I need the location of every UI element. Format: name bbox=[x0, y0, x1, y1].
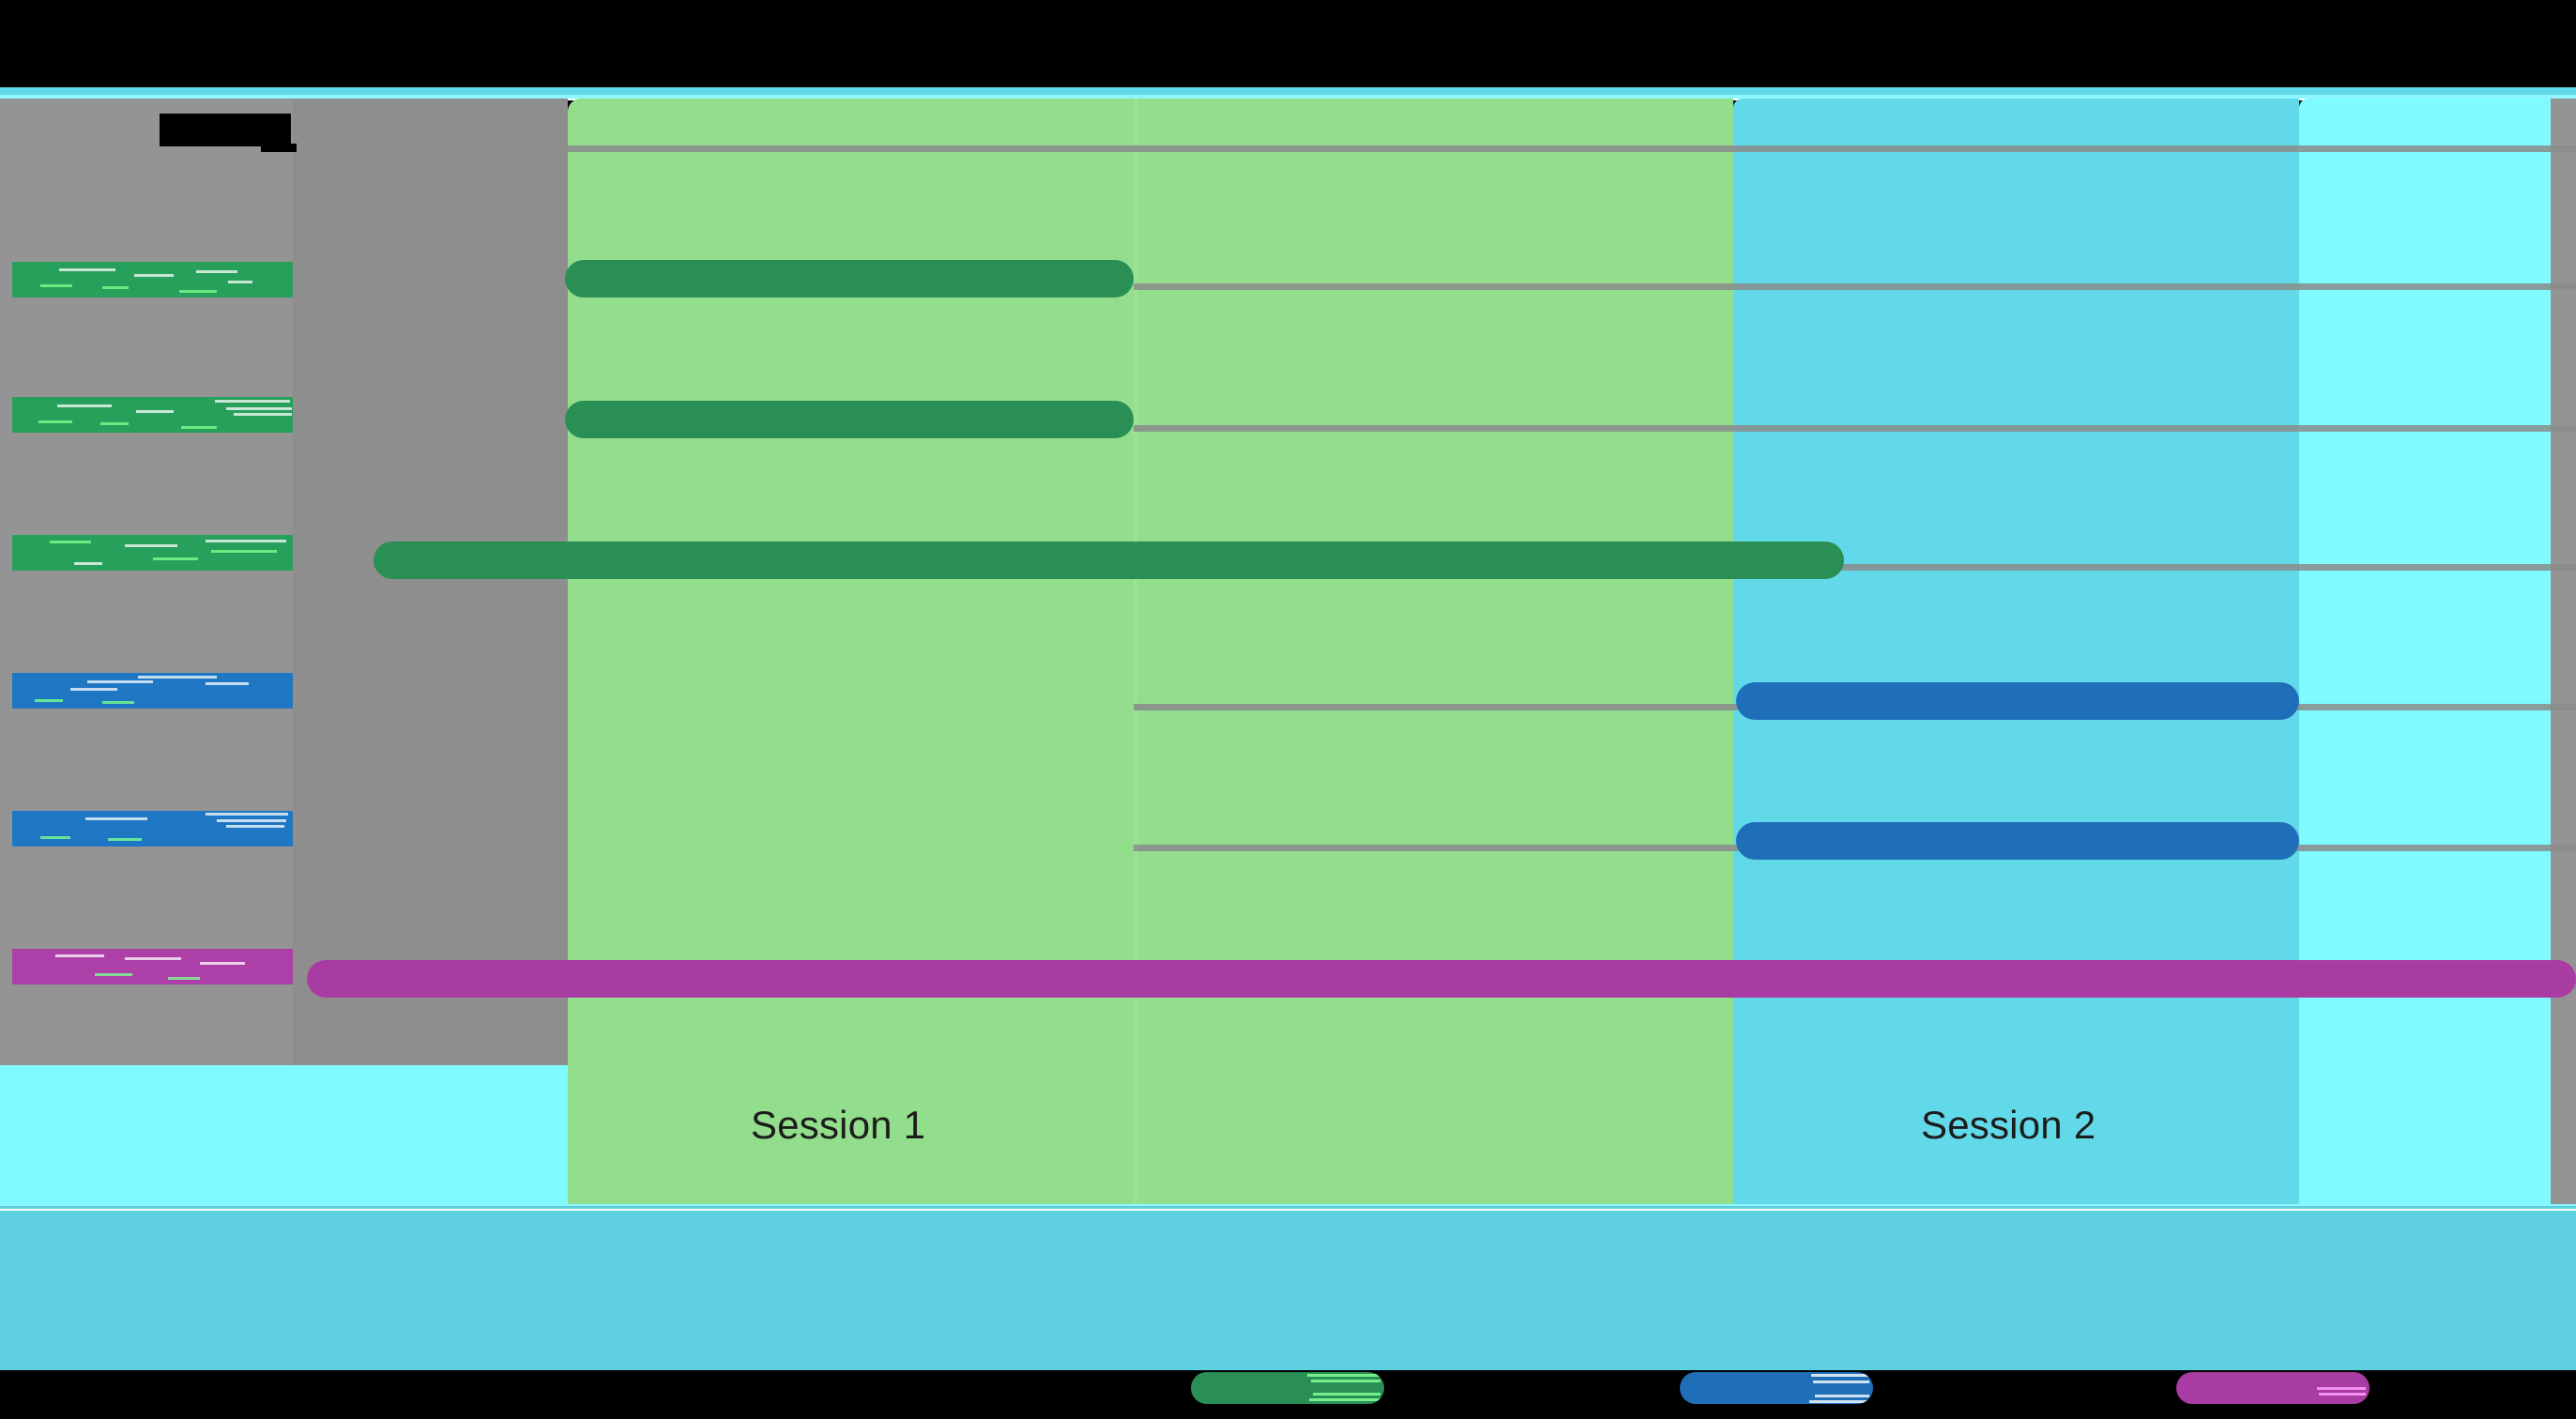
row-label-chip-4[interactable]: [redacted-blue-2] bbox=[12, 811, 293, 847]
title-redaction-nub bbox=[261, 144, 297, 152]
session-1-inner-divider bbox=[1134, 99, 1137, 1206]
footer-hairline-light bbox=[0, 1204, 2576, 1207]
timeline-bar-blue-4[interactable] bbox=[1736, 822, 2299, 860]
timeline-bar-magenta-5[interactable] bbox=[307, 960, 2576, 998]
plot-right-edge bbox=[2551, 99, 2576, 1206]
session-band-2 bbox=[1733, 99, 2299, 1206]
session-band-3 bbox=[2299, 99, 2551, 1206]
legend-item-magenta[interactable]: [redacted-magenta-legend] bbox=[2176, 1372, 2370, 1404]
row-label-panel-inner bbox=[293, 99, 568, 1065]
top-accent-rail-light bbox=[0, 95, 2576, 99]
top-accent-rail bbox=[0, 87, 2576, 97]
footer-band bbox=[0, 1206, 2576, 1370]
gridline bbox=[1134, 425, 2576, 432]
session-1-label: Session 1 bbox=[751, 1103, 926, 1147]
footer-hairline-white bbox=[0, 1209, 2576, 1211]
timeline-bar-green-2[interactable] bbox=[373, 542, 1844, 579]
row-label-panel bbox=[0, 99, 293, 1065]
chart-title-redacted: [redacted] bbox=[160, 114, 297, 152]
timeline-bar-green-1[interactable] bbox=[565, 401, 1134, 438]
row-label-chip-1[interactable]: [redacted-green-2] bbox=[12, 397, 293, 433]
top-chrome-bar bbox=[0, 0, 2576, 87]
row-label-chip-5[interactable]: [redacted-magenta-1] bbox=[12, 949, 293, 984]
gridline bbox=[568, 145, 2576, 152]
gridline bbox=[1134, 283, 2576, 290]
row-label-chip-0[interactable]: [redacted-green-1] bbox=[12, 262, 293, 298]
timeline-bar-blue-3[interactable] bbox=[1736, 682, 2299, 720]
timeline-bar-green-0[interactable] bbox=[565, 260, 1134, 298]
axis-footer-block bbox=[0, 1065, 568, 1206]
row-label-chip-3[interactable]: [redacted-blue-1] bbox=[12, 673, 293, 709]
session-2-label: Session 2 bbox=[1921, 1103, 2096, 1147]
row-label-chip-2[interactable]: [redacted-green-3] bbox=[12, 535, 293, 571]
legend-item-blue[interactable]: [redacted-blue-legend] bbox=[1680, 1372, 1873, 1404]
legend-item-green[interactable]: [redacted-green-legend] bbox=[1191, 1372, 1384, 1404]
